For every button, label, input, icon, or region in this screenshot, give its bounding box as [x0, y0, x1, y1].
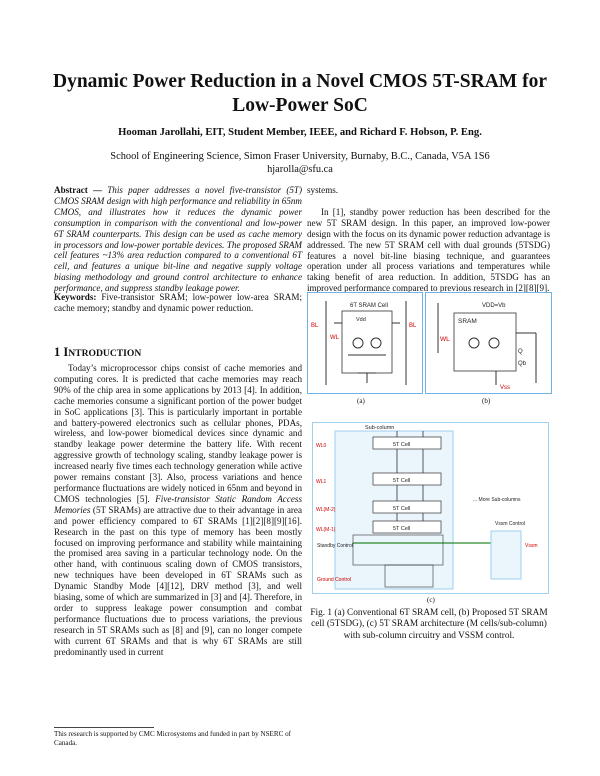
fig-b-caption: (b) — [482, 397, 491, 405]
intro-body: Today’s microprocessor chips consist of … — [54, 363, 302, 657]
section-initial: I — [63, 345, 69, 359]
figure-c-schematic: Sub-column 5T Cell WL0 5T Cell WL1 5T Ce… — [313, 423, 548, 593]
fig-c-wl-2: WL(M-2) — [316, 507, 336, 513]
fig-c-wl-3: WL(M-1) — [316, 527, 336, 533]
section-heading: 1 INTRODUCTION — [54, 345, 141, 360]
fig-a-wl-label: WL — [330, 335, 340, 341]
fig-c-subcol-label: Sub-column — [365, 425, 394, 431]
figure-a: 6T SRAM Cell BL BL WL Vdd — [307, 292, 423, 394]
right-text: systems. In [1], standby power reduction… — [307, 185, 550, 294]
figure-caption: Fig. 1 (a) Conventional 6T SRAM cell, (b… — [310, 608, 548, 641]
fig-b-cell-label: SRAM — [458, 318, 477, 325]
fig-c-standby-label: Standby Control — [317, 543, 353, 549]
keywords: Keywords: Five-transistor SRAM; low-powe… — [54, 292, 302, 314]
right-continuation: systems. — [307, 185, 339, 195]
intro-text-2: (5T SRAMs) are attractive due to their a… — [54, 504, 302, 657]
fig-b-vss-label: Vss — [500, 385, 510, 391]
abstract-label: Abstract — — [54, 185, 103, 195]
fig-c-vssm-control: Vssm Control — [495, 521, 525, 527]
affiliation-line: School of Engineering Science, Simon Fra… — [110, 151, 490, 162]
figure-b: SRAM WL VDD=Vb Q Qb Vss — [425, 292, 552, 394]
keywords-label: Keywords: — [54, 292, 97, 302]
fig-a-blb-label: BL — [409, 323, 417, 329]
fig-c-cell-1: 5T Cell — [393, 478, 410, 484]
right-paragraph: In [1], standby power reduction has been… — [307, 206, 550, 294]
fig-a-caption: (a) — [357, 397, 365, 405]
keywords-text: Five-transistor SRAM; low-power low-area… — [54, 292, 302, 313]
fig-c-wl-1: WL1 — [316, 479, 327, 485]
fig-c-caption: (c) — [427, 596, 435, 604]
abstract-text: This paper addresses a novel five-transi… — [54, 185, 302, 294]
fig-a-vdd-label: Vdd — [356, 317, 366, 323]
figure-a-schematic: 6T SRAM Cell BL BL WL Vdd — [308, 293, 422, 393]
fig-b-vdd-label: VDD=Vb — [482, 303, 506, 309]
fig-c-more-label: ... More Sub-columns — [473, 497, 521, 503]
fig-c-wl-0: WL0 — [316, 443, 327, 449]
footnote: This research is supported by CMC Micros… — [54, 730, 292, 748]
fig-b-wl-label: WL — [440, 336, 450, 343]
intro-text: Today’s microprocessor chips consist of … — [54, 363, 302, 504]
affiliation: School of Engineering Science, Simon Fra… — [40, 150, 560, 176]
fig-c-cell-0: 5T Cell — [393, 442, 410, 448]
fig-c-ground-label: Ground Control — [317, 577, 351, 583]
fig-a-cell-label: 6T SRAM Cell — [350, 303, 388, 309]
figure-c: Sub-column 5T Cell WL0 5T Cell WL1 5T Ce… — [312, 422, 549, 594]
fig-b-qb-label: Qb — [518, 361, 527, 367]
intro-italic: Five-transistor Static Random Access Mem… — [54, 493, 302, 515]
fig-c-cell-3: 5T Cell — [393, 526, 410, 532]
section-title-rest: NTRODUCTION — [68, 348, 142, 359]
paper-authors: Hooman Jarollahi, EIT, Student Member, I… — [118, 127, 482, 138]
figure-b-schematic: SRAM WL VDD=Vb Q Qb Vss — [426, 293, 551, 393]
abstract: Abstract — This paper addresses a novel … — [54, 185, 302, 294]
fig-b-q-label: Q — [518, 349, 523, 355]
author-email: hjarolla@sfu.ca — [267, 164, 333, 175]
fig-a-bl-label: BL — [311, 323, 319, 329]
fig-c-cell-2: 5T Cell — [393, 506, 410, 512]
fig-c-vssm-label: Vssm — [525, 543, 538, 549]
paper-title: Dynamic Power Reduction in a Novel CMOS … — [53, 71, 547, 116]
section-number: 1 — [54, 345, 61, 359]
footnote-rule — [54, 727, 154, 728]
